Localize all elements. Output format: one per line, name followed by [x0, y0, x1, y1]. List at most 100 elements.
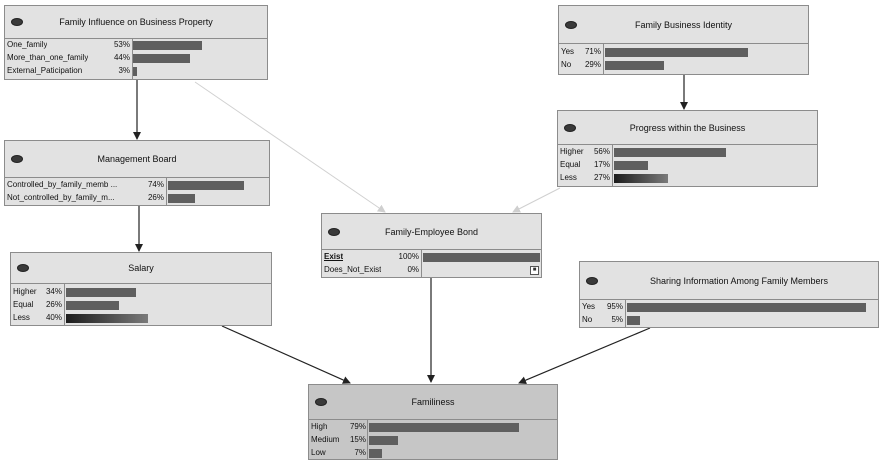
state-percent: 7%: [354, 448, 366, 457]
edge-salary-to-familiness: [221, 325, 351, 384]
node-salary[interactable]: Salary Higher 34% Equal 26% Less 40%: [10, 252, 272, 326]
state-label: Higher: [13, 287, 37, 296]
state-percent: 71%: [584, 47, 601, 56]
state-label: Less: [560, 173, 577, 182]
state-row[interactable]: Higher 56%: [558, 146, 817, 159]
state-bar: [614, 161, 648, 170]
node-oval-icon: [328, 227, 340, 236]
state-bar: [133, 54, 190, 63]
state-bar: [423, 253, 540, 262]
state-row[interactable]: Controlled_by_family_memb ... 74%: [5, 179, 269, 192]
state-row[interactable]: No 5%: [580, 314, 878, 327]
state-percent: 53%: [113, 40, 130, 49]
state-label: External_Paticipation: [7, 66, 83, 75]
node-family-business-identity[interactable]: Family Business Identity Yes 71% No 29%: [558, 5, 809, 75]
state-row[interactable]: Yes 71%: [559, 46, 808, 59]
state-row[interactable]: Exist 100%: [322, 251, 541, 264]
state-percent: 44%: [113, 53, 130, 62]
state-bar: [605, 48, 748, 57]
column-divider: [625, 300, 626, 327]
state-label: Low: [311, 448, 326, 457]
state-label: Higher: [560, 147, 584, 156]
state-row[interactable]: Does_Not_Exist 0%: [322, 264, 541, 277]
state-label: Less: [13, 313, 30, 322]
state-label: Equal: [560, 160, 581, 169]
state-row[interactable]: High 79%: [309, 421, 557, 434]
node-header: Salary: [11, 253, 271, 284]
state-bar: [66, 301, 119, 310]
node-progress-within-business[interactable]: Progress within the Business Higher 56% …: [557, 110, 818, 187]
node-management-board[interactable]: Management Board Controlled_by_family_me…: [4, 140, 270, 206]
node-title: Salary: [128, 263, 154, 273]
node-oval-icon: [11, 155, 23, 163]
node-title: Progress within the Business: [629, 122, 746, 133]
column-divider: [166, 178, 167, 205]
node-familiness[interactable]: Familiness High 79% Medium 15% Low 7%: [308, 384, 558, 460]
state-bar: [627, 316, 640, 325]
node-oval-icon: [315, 398, 327, 406]
state-label: Yes: [561, 47, 575, 56]
edge-progress-to-family-employee-bond: [512, 187, 561, 213]
state-row[interactable]: Low 7%: [309, 447, 557, 460]
node-title: Familiness: [411, 397, 455, 407]
state-percent: 79%: [349, 422, 366, 431]
node-family-employee-bond[interactable]: Family-Employee Bond Exist 100% Does_Not…: [321, 213, 542, 278]
column-divider: [132, 39, 133, 79]
node-family-influence[interactable]: Family Influence on Business Property On…: [4, 5, 268, 80]
state-row[interactable]: One_family 53%: [5, 39, 267, 52]
state-percent: 29%: [584, 60, 601, 69]
state-row[interactable]: Higher 34%: [11, 286, 271, 299]
state-bar: [605, 61, 664, 70]
node-oval-icon: [564, 123, 576, 132]
state-percent: 56%: [593, 147, 610, 156]
node-oval-icon: [565, 20, 577, 29]
state-label: High: [311, 422, 328, 431]
resize-icon[interactable]: ■: [530, 266, 539, 275]
column-divider: [612, 145, 613, 186]
state-row[interactable]: More_than_one_family 44%: [5, 52, 267, 65]
node-header: Family Business Identity: [559, 6, 808, 44]
column-divider: [603, 44, 604, 74]
state-row[interactable]: Equal 26%: [11, 299, 271, 312]
node-header: Management Board: [5, 141, 269, 178]
state-row[interactable]: Equal 17%: [558, 159, 817, 172]
column-divider: [64, 284, 65, 325]
node-header: Sharing Information Among Family Members: [580, 262, 878, 300]
state-bar: [614, 174, 668, 183]
node-title: Family-Employee Bond: [384, 226, 479, 237]
state-row[interactable]: External_Paticipation 3%: [5, 65, 267, 78]
node-title: Management Board: [97, 154, 177, 164]
state-label: More_than_one_family: [7, 53, 89, 62]
state-row[interactable]: Not_controlled_by_family_m... 26%: [5, 192, 269, 205]
node-sharing-information[interactable]: Sharing Information Among Family Members…: [579, 261, 879, 328]
state-percent: 27%: [593, 173, 610, 182]
state-bar: [133, 67, 137, 76]
state-bar: [66, 288, 136, 297]
state-percent: 0%: [407, 265, 419, 274]
state-bar: [369, 436, 398, 445]
state-row[interactable]: Yes 95%: [580, 301, 878, 314]
state-label: One_family: [7, 40, 48, 49]
state-label: Controlled_by_family_memb ...: [7, 180, 118, 189]
state-row[interactable]: Less 40%: [11, 312, 271, 325]
state-bar: [369, 423, 519, 432]
state-bar: [133, 41, 202, 50]
column-divider: [421, 250, 422, 277]
state-percent: 74%: [147, 180, 164, 189]
state-label: No: [561, 60, 572, 69]
column-divider: [367, 420, 368, 459]
state-row[interactable]: No 29%: [559, 59, 808, 72]
state-label: Does_Not_Exist: [324, 265, 382, 274]
state-label: Equal: [13, 300, 34, 309]
state-label: Yes: [582, 302, 596, 311]
node-oval-icon: [586, 276, 598, 285]
state-row[interactable]: Less 27%: [558, 172, 817, 185]
state-bar: [168, 181, 244, 190]
state-percent: 95%: [606, 302, 623, 311]
state-row[interactable]: Medium 15%: [309, 434, 557, 447]
state-label: Medium: [311, 435, 340, 444]
state-bar: [627, 303, 866, 312]
node-title: Sharing Information Among Family Members: [649, 275, 829, 286]
state-bar: [614, 148, 726, 157]
